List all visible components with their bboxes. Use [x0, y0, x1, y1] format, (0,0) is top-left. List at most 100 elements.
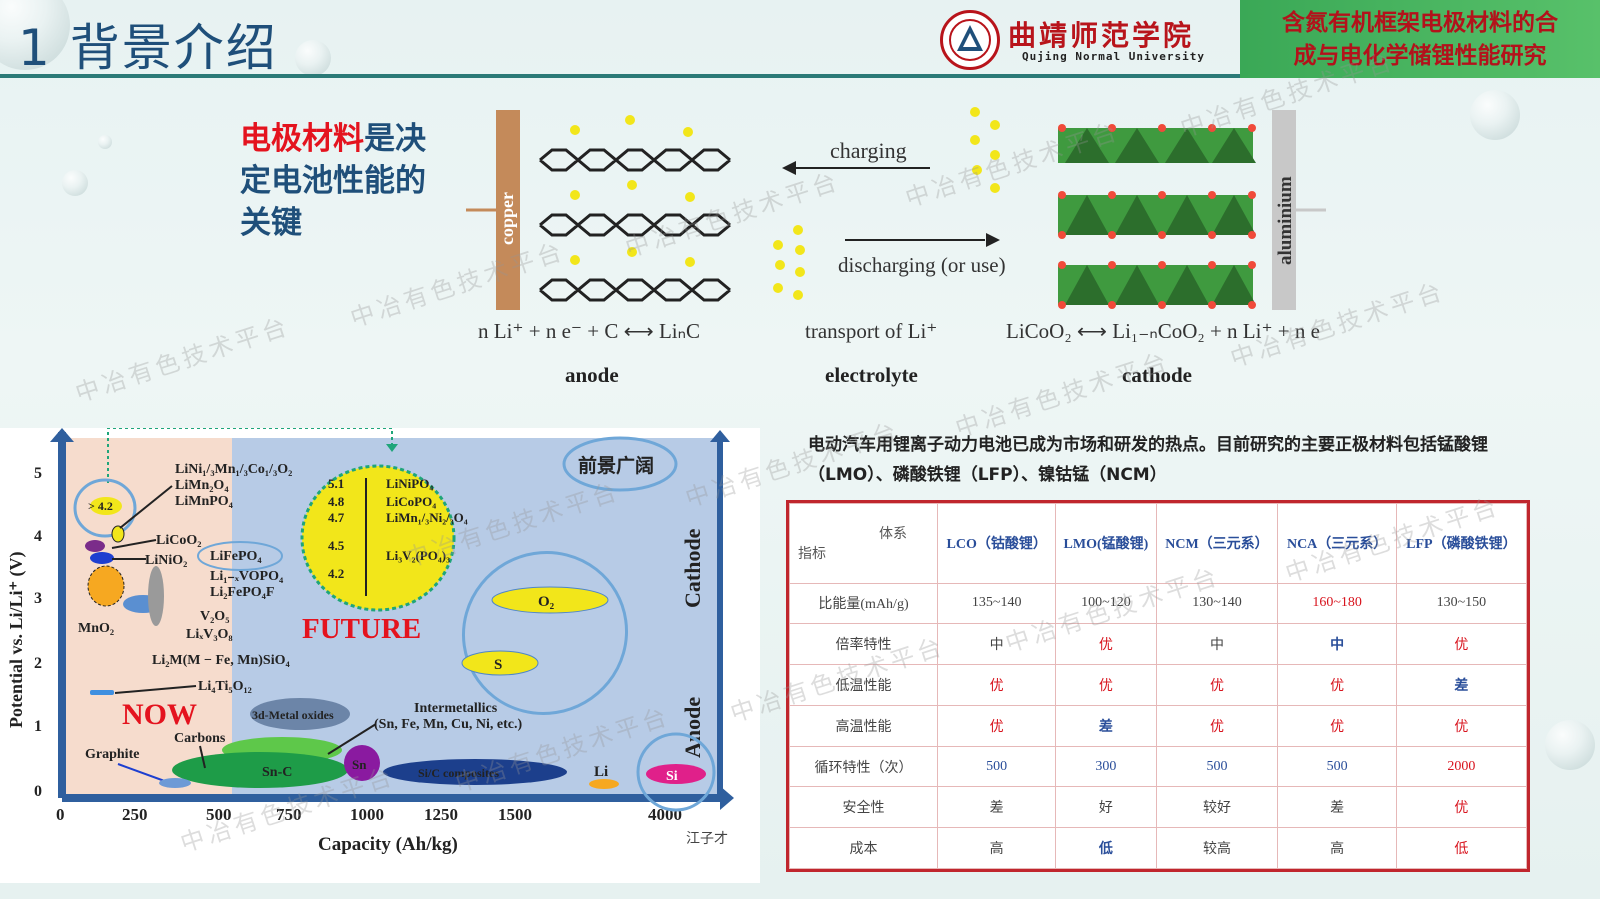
table-cell: 优 [1055, 664, 1157, 706]
x-tick-1500: 1500 [498, 805, 532, 824]
watermark: 中冶有色技术平台 [71, 311, 294, 408]
corner-bottom: 指标 [798, 547, 826, 563]
li-label: Li [594, 764, 608, 780]
table-cell: 低 [1055, 827, 1157, 869]
table-row: 安全性 差 好 较好 差 优 [789, 786, 1528, 829]
table-cell: 好 [1055, 786, 1157, 829]
comparison-table: 体系 指标 LCO（钴酸锂） LMO(锰酸锂) NCM（三元系） NCA（三元系… [789, 503, 1528, 869]
si-ellipse [646, 764, 706, 784]
future-scale-4-2: 4.2 [328, 566, 344, 581]
future-scale-4-5: 4.5 [328, 538, 345, 553]
table-cell: 2000 [1395, 745, 1528, 788]
row-label: 低温性能 [789, 664, 938, 706]
battery-diagram: copper charging discharging (or use) [466, 107, 1326, 387]
mat-li2fepo4f: Li₂FePO₄F [210, 585, 274, 600]
col-header-lmo: LMO(锰酸锂) [1055, 503, 1157, 584]
table-cell: 差 [1055, 704, 1157, 747]
table-cell: 优 [1395, 623, 1528, 666]
figure-credit: 江子才 [686, 831, 728, 847]
intro-line1-rest: 是决 [364, 121, 426, 157]
future-ellipse [300, 464, 456, 612]
future-mat-licopo4: LiCoPO₄ [386, 494, 436, 509]
table-row: 成本 高 低 较高 高 低 [789, 827, 1528, 869]
row-label: 比能量(mAh/g) [789, 582, 938, 625]
table-cell: 高 [1277, 827, 1397, 869]
col-header-lco: LCO（钴酸锂） [936, 503, 1057, 584]
table-cell: 130~140 [1155, 582, 1279, 625]
aluminium-electrode [1272, 110, 1296, 310]
si-c-ellipse [383, 759, 567, 785]
anode-label: anode [565, 363, 619, 387]
table-cell: 130~150 [1395, 582, 1528, 625]
corner-top: 体系 [879, 527, 907, 543]
mat-v2o5: V₂O₅ [200, 609, 229, 624]
cathode-label: cathode [1122, 363, 1192, 387]
sn-c-ellipse [172, 752, 348, 788]
future-mat-lvp: Li₃V₂(PO₄)₃ [386, 548, 450, 563]
project-title-box: 含氮有机框架电极材料的合 成与电化学储锂性能研究 [1240, 0, 1600, 78]
electrolyte-label: electrolyte [825, 363, 918, 387]
future-label: FUTURE [302, 613, 421, 645]
y-tick-2: 2 [34, 655, 42, 672]
future-scale-4-7: 4.7 [328, 510, 345, 525]
x-tick-1250: 1250 [424, 805, 458, 824]
bubble-decor [295, 40, 331, 76]
row-label: 高温性能 [789, 704, 938, 747]
bubble-decor [1470, 90, 1520, 140]
table-corner-cell: 体系 指标 [789, 503, 938, 584]
y-tick-4: 4 [34, 528, 42, 545]
o2-label: O₂ [538, 594, 555, 610]
table-row: 低温性能 优 优 优 优 差 [789, 664, 1528, 706]
table-row: 循环特性（次） 500 300 500 500 2000 [789, 745, 1528, 788]
table-cell: 较高 [1155, 827, 1279, 869]
row-label: 循环特性（次） [789, 745, 938, 788]
intro-text: 电极材料是决 定电池性能的 关键 [240, 118, 470, 244]
future-scale-4-8: 4.8 [328, 494, 345, 509]
x-tick-1000: 1000 [350, 805, 384, 824]
y-tick-0: 0 [34, 783, 42, 800]
table-cell: 优 [1277, 664, 1397, 706]
table-cell: 优 [1055, 623, 1157, 666]
x-tick-750: 750 [276, 805, 302, 824]
anode-equation: n Li⁺ + n e⁻ + C ⟷ LiₙC [478, 319, 700, 343]
discharging-label: discharging (or use) [838, 253, 1006, 277]
metal-oxides-label: 3d-Metal oxides [252, 708, 334, 722]
mat-licoo2: LiCoO₂ [156, 533, 201, 548]
s-label: S [494, 657, 502, 673]
table-cell: 优 [936, 664, 1057, 706]
x-axis-label: Capacity (Ah/kg) [318, 834, 458, 855]
university-seal-icon [949, 19, 991, 61]
metal-oxides-ellipse [250, 698, 350, 730]
high-voltage-ellipse [73, 478, 137, 538]
cathode-axis-label: Cathode [680, 528, 705, 608]
cathode-materials-table: 体系 指标 LCO（钴酸锂） LMO(锰酸锂) NCM（三元系） NCA（三元系… [786, 500, 1530, 872]
table-cell: 中 [936, 623, 1057, 666]
table-cell: 差 [936, 786, 1057, 829]
intro-highlight: 电极材料 [240, 121, 364, 157]
bubble-decor [98, 135, 112, 149]
future-mat-linipo4: LiNiPO₄ [386, 476, 433, 491]
table-cell: 500 [1155, 745, 1279, 788]
col-header-nca: NCA（三元系） [1277, 503, 1397, 584]
row-label: 安全性 [789, 786, 938, 829]
table-cell: 高 [936, 827, 1057, 869]
row-label: 成本 [789, 827, 938, 869]
header-divider [0, 74, 1240, 78]
mat-li2msio4: Li₂M(M − Fe, Mn)SiO₄ [152, 653, 290, 668]
prospect-label: 前景广阔 [578, 454, 654, 477]
table-cell: 优 [936, 704, 1057, 747]
sn-label: Sn [352, 757, 367, 772]
materials-caption: 电动汽车用锂离子动力电池已成为市场和研发的热点。目前研究的主要正极材料包括锰酸锂… [808, 435, 1488, 485]
intro-line3: 关键 [240, 205, 302, 241]
now-region [62, 438, 232, 798]
sn-c-label: Sn-C [262, 765, 292, 780]
table-cell: 中 [1277, 623, 1397, 666]
mat-limnpo4: LiMnPO₄ [175, 494, 234, 509]
table-row: 高温性能 优 差 优 优 优 [789, 704, 1528, 747]
mat-linio2: LiNiO₂ [145, 553, 187, 568]
x-tick-0: 0 [56, 805, 65, 824]
si-c-label: Si/C composites [418, 766, 499, 780]
table-cell: 优 [1395, 786, 1528, 829]
table-cell: 500 [1277, 745, 1397, 788]
charging-label: charging [830, 138, 907, 163]
